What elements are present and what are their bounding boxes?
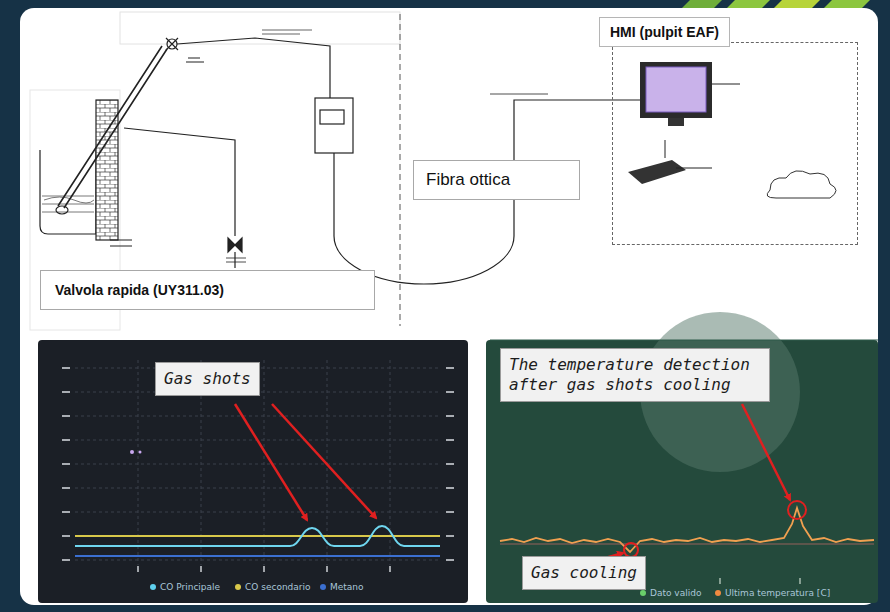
legend-swatch [150, 584, 156, 590]
temperature-chart-part [500, 508, 874, 552]
schematic-part [320, 110, 344, 124]
temperature-chart-part [624, 543, 638, 557]
hmi-equipment-part [665, 140, 666, 158]
legend-text: Metano [330, 582, 364, 592]
schematic-part [56, 206, 68, 214]
box-text: Valvola rapida (UY311.03) [55, 282, 360, 298]
hmi-equipment-part [668, 118, 684, 126]
schematic-part [58, 46, 167, 208]
legend-item: CO secondario [235, 582, 311, 592]
schematic [40, 30, 640, 284]
schematic-part [228, 238, 242, 252]
schematic-part [186, 58, 204, 62]
box-text: Gas shots [164, 369, 251, 389]
gas-chart-part-part [446, 368, 454, 560]
legend-text: CO secondario [245, 582, 311, 592]
temperature-chart-part [742, 404, 790, 500]
gas-chart-part-part [75, 368, 440, 560]
temperature-chart-part [490, 340, 878, 341]
schematic-part [262, 30, 312, 34]
legend-swatch [640, 590, 646, 596]
gas-chart-part-part [138, 360, 390, 565]
hmi-equipment [628, 62, 836, 198]
schematic-part [334, 100, 640, 284]
gas-chart [38, 340, 468, 603]
temperature-chart [486, 312, 878, 603]
gas-chart-part [139, 451, 142, 454]
hmi-equipment-part [646, 67, 706, 112]
legend-item: Dato valido [640, 588, 701, 598]
legend-text: Ultima temperatura [C] [725, 588, 830, 598]
hmi-equipment-part [640, 62, 712, 118]
schematic-part [124, 128, 235, 236]
gas-chart-part [272, 404, 376, 518]
temperature-chart-part [500, 544, 874, 545]
gas-chart-part [75, 360, 440, 565]
schematic-part [490, 94, 548, 95]
hmi-equipment-part [628, 160, 686, 184]
gas-chart-part [75, 555, 440, 557]
gas-chart-part [75, 526, 440, 546]
schematic-part [226, 258, 246, 262]
schematic-part [315, 98, 353, 153]
legend-item: CO Principale [150, 582, 220, 592]
legend-text: Dato valido [650, 588, 701, 598]
gas-chart-part-part [62, 368, 70, 560]
legend-item: Ultima temperatura [C] [715, 588, 830, 598]
box-text: Fibra ottica [426, 170, 567, 190]
hmi-equipment-part [712, 84, 740, 85]
schematic-part [96, 100, 118, 240]
label-box: Valvola rapida (UY311.03) [40, 270, 375, 310]
legend-item: Metano [320, 582, 364, 592]
schematic-part [177, 38, 330, 98]
callout-box: Gas shots [155, 362, 260, 396]
schematic-part [234, 252, 235, 268]
hmi-equipment-part [676, 168, 712, 169]
region-title: HMI (pulpit EAF) [599, 17, 730, 47]
schematic-part [110, 240, 132, 246]
gas-chart-part [38, 340, 468, 603]
dashed-divider [400, 14, 401, 326]
gas-chart-part [62, 368, 454, 572]
schematic-part [167, 39, 177, 49]
white-panel [20, 8, 878, 605]
temperature-chart-part [788, 501, 806, 519]
hmi-region: HMI (pulpit EAF) [612, 42, 858, 245]
callout-box: The temperature detection after gas shot… [500, 348, 770, 402]
gas-chart-part [235, 404, 307, 520]
label-box: Fibra ottica [413, 160, 580, 200]
box-text: The temperature detection after gas shot… [509, 355, 761, 395]
hmi-equipment-part [767, 171, 836, 198]
legend-swatch [715, 590, 721, 596]
legend-swatch [235, 584, 241, 590]
legend-text: CO Principale [160, 582, 220, 592]
gas-chart-part [75, 535, 440, 537]
callout-box: Gas cooling [522, 556, 646, 590]
gas-chart-part [130, 450, 134, 454]
box-text: Gas cooling [531, 563, 637, 583]
legend-swatch [320, 584, 326, 590]
gas-chart-part-part [138, 566, 390, 572]
schematic-part [166, 38, 178, 50]
scan-frame [120, 12, 400, 44]
temperature-chart-part [486, 340, 878, 603]
